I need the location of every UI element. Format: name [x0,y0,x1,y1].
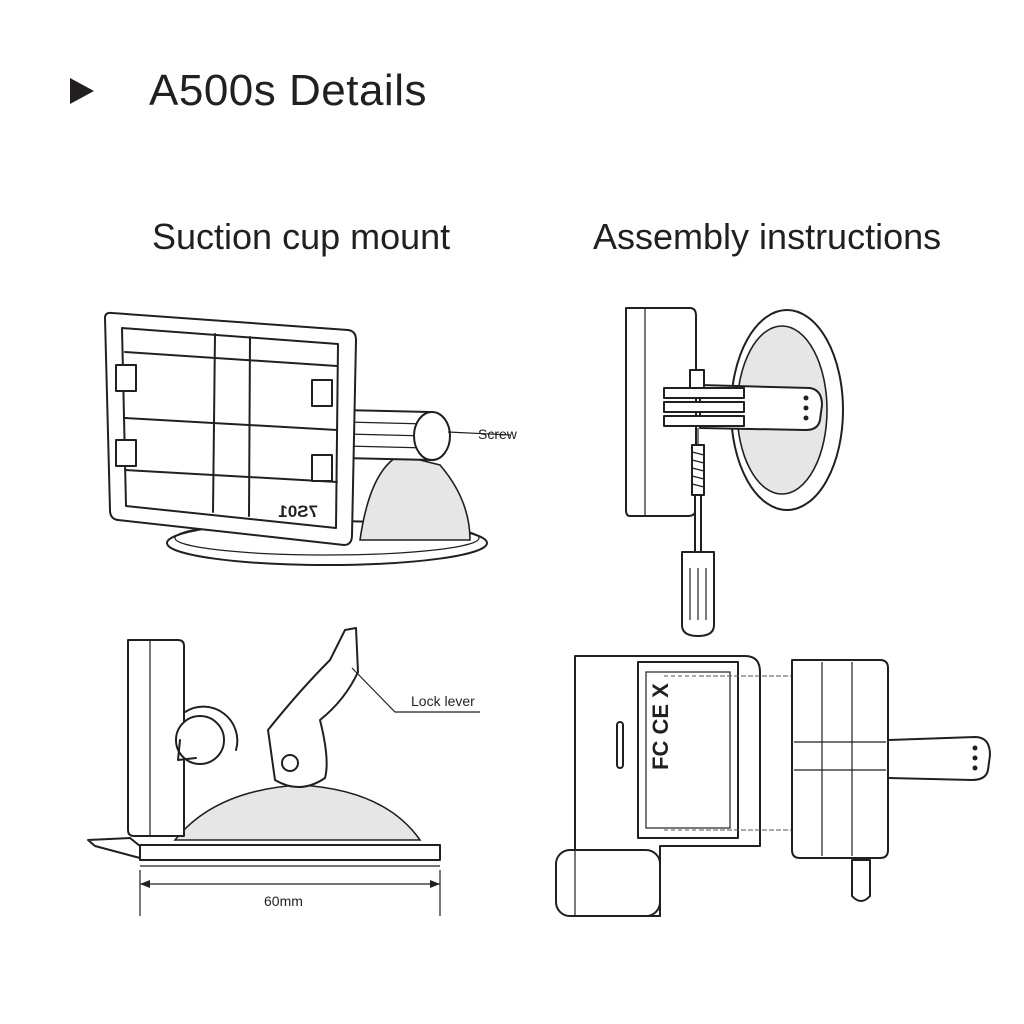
page-title: A500s Details [149,66,427,115]
model-mark: 7S01 [278,502,318,521]
screwdriver-assembly-illustration [625,307,844,637]
section-title-suction-cup-mount: Suction cup mount [152,216,451,257]
lock-lever-label: Lock lever [411,693,475,709]
section-title-assembly-instructions: Assembly instructions [593,216,942,257]
suction-cup-mount-illustration: Screw 7S01 [104,311,518,566]
screw-label: Screw [478,426,518,442]
side-view-illustration: Lock lever 60mm [87,627,480,916]
certification-marks: FC CE X [648,683,673,770]
page-header: A500s Details [70,66,427,116]
play-triangle-icon [70,78,94,104]
width-dimension-label: 60mm [264,893,303,909]
device-mounting-illustration: FC CE X [555,655,991,917]
